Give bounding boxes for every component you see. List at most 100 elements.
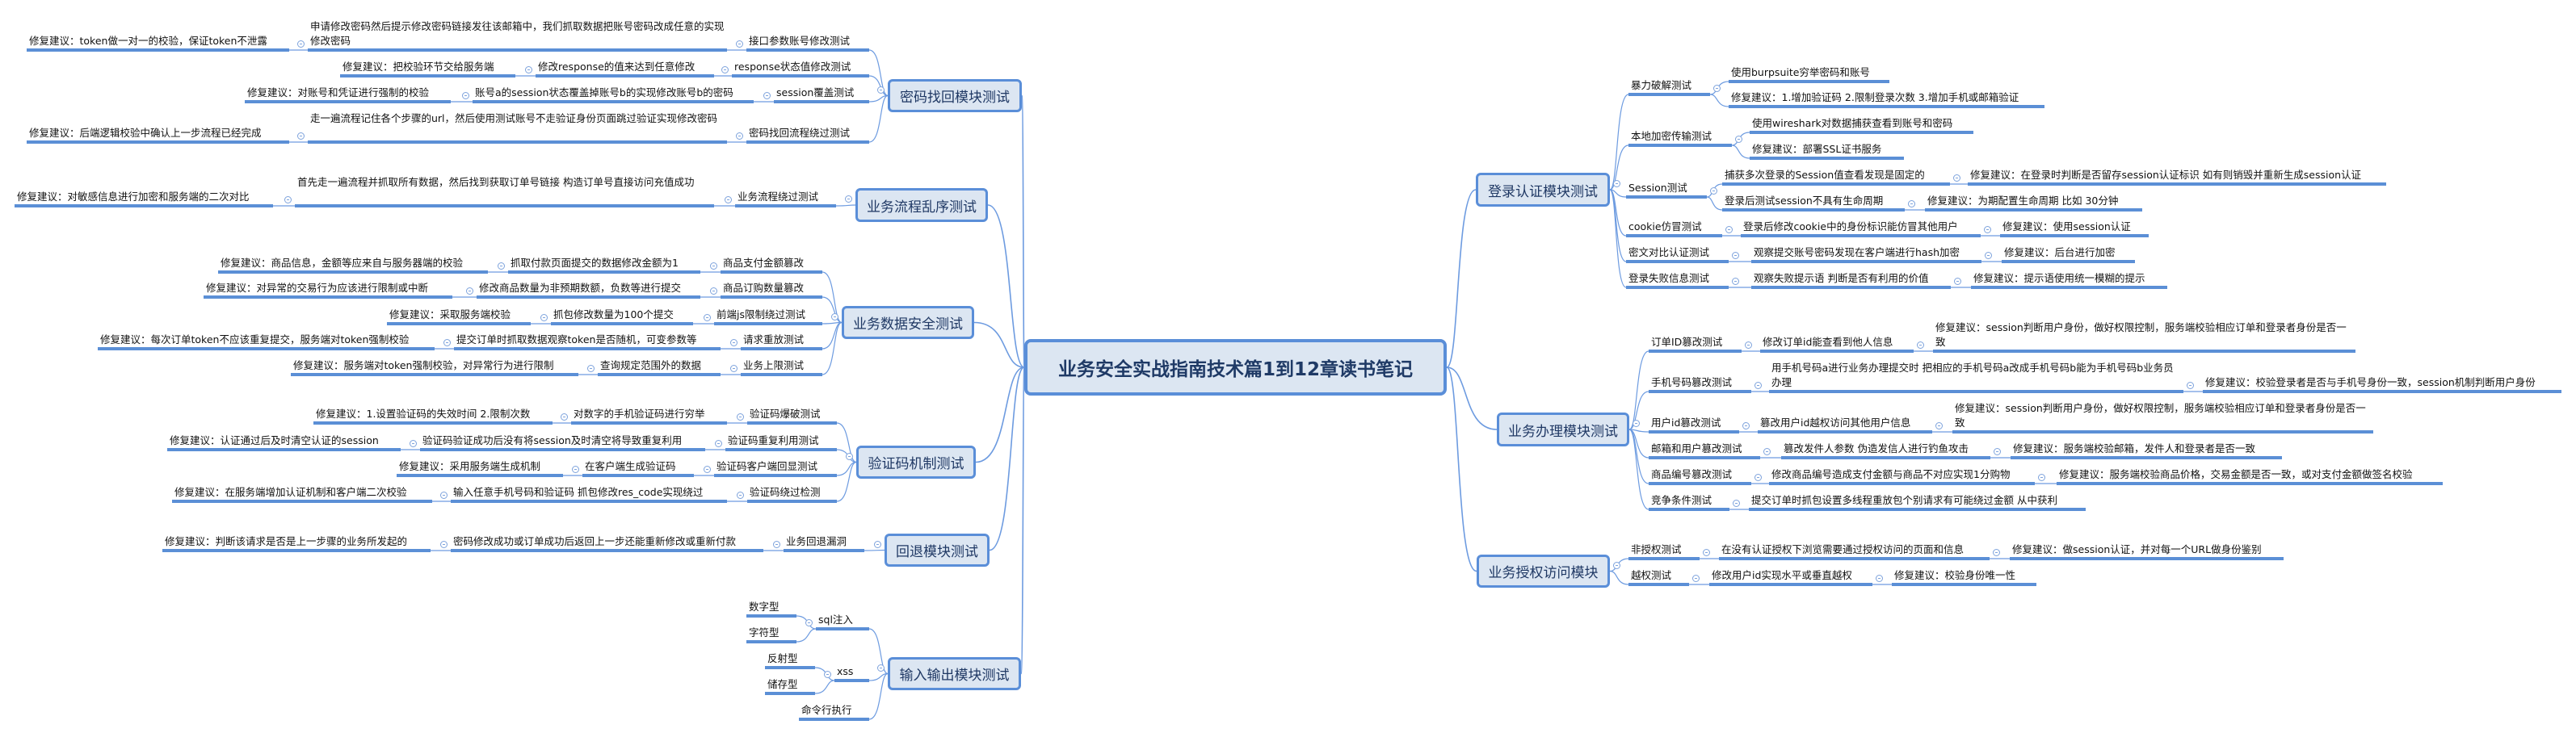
fix-suggestion[interactable]: 修复建议：在服务端增加认证机制和客户端二次校验 [172,485,432,503]
module-business-handling[interactable]: 业务办理模块测试 [1497,413,1629,446]
collapse-toggle-icon[interactable] [2038,474,2045,481]
collapse-toggle-icon[interactable] [710,262,717,270]
collapse-toggle-icon[interactable] [763,92,771,99]
fix-suggestion[interactable]: 修复建议：商品信息，金额等应来自与服务器端的校验 [218,256,488,274]
test-item[interactable]: 验证码重复利用测试 [725,434,837,451]
collapse-toggle-icon[interactable] [1633,420,1640,427]
sub-item[interactable]: 储存型 [765,677,815,695]
test-description[interactable]: 修改response的值来达到任意修改 [536,60,714,77]
test-description[interactable]: 使用wireshark对数据捕获查看到账号和密码 [1750,116,1973,134]
collapse-toggle-icon[interactable] [587,365,595,372]
module-password-recovery[interactable]: 密码找回模块测试 [888,79,1022,112]
collapse-toggle-icon[interactable] [730,339,738,346]
test-item[interactable]: cookie仿冒测试 [1626,220,1722,237]
collapse-toggle-icon[interactable] [846,452,853,460]
test-item[interactable]: 接口参数账号修改测试 [746,34,869,52]
fix-suggestion[interactable]: 修复建议：后端逻辑校验中确认上一步流程已经完成 [27,126,289,144]
sub-item[interactable]: 反射型 [765,651,815,669]
module-input-output[interactable]: 输入输出模块测试 [888,657,1021,690]
collapse-toggle-icon[interactable] [1613,180,1620,187]
test-description[interactable]: 密码修改成功或订单成功后返回上一步还能重新修改或重新付款 [451,534,763,552]
test-item[interactable]: 商品编号篡改测试 [1649,467,1751,485]
collapse-toggle-icon[interactable] [1735,136,1742,143]
module-business-authorization[interactable]: 业务授权访问模块 [1477,555,1610,588]
test-item[interactable]: 业务流程绕过测试 [735,190,836,207]
test-item[interactable]: 用户id篡改测试 [1649,416,1739,434]
module-business-flow-order[interactable]: 业务流程乱序测试 [855,188,988,222]
test-item-command-exec[interactable]: 命令行执行 [799,703,869,721]
collapse-toggle-icon[interactable] [704,466,711,473]
collapse-toggle-icon[interactable] [737,413,744,421]
collapse-toggle-icon[interactable] [1876,575,1883,582]
fix-suggestion[interactable]: 修复建议：校验登录者是否与手机号身份一致，session机制判断用户身份 [2203,375,2561,393]
fix-suggestion[interactable]: 修复建议：采取服务端校验 [387,308,531,325]
test-item[interactable]: 手机号码篡改测试 [1649,375,1751,393]
collapse-toggle-icon[interactable] [1613,561,1620,569]
test-description[interactable]: 抓包修改数量为100个提交 [551,308,693,325]
collapse-toggle-icon[interactable] [1917,341,1924,349]
collapse-toggle-icon[interactable] [704,314,711,321]
collapse-toggle-icon[interactable] [877,664,885,672]
module-rollback[interactable]: 回退模块测试 [885,534,990,567]
fix-suggestion[interactable]: 修复建议：做session认证，并对每一个URL做身份鉴别 [2010,542,2284,560]
fix-suggestion[interactable]: 修复建议：每次订单token不应该重复提交，服务端对token强制校验 [98,333,435,350]
collapse-toggle-icon[interactable] [466,287,473,295]
collapse-toggle-icon[interactable] [1745,341,1752,349]
test-description[interactable]: 篡改用户id越权访问其他用户信息 [1758,416,1932,434]
collapse-toggle-icon[interactable] [1754,382,1762,389]
test-item[interactable]: 商品支付金额篡改 [721,256,822,274]
collapse-toggle-icon[interactable] [1935,422,1943,429]
collapse-toggle-icon[interactable] [1953,174,1960,182]
fix-suggestion[interactable]: 修复建议：对异常的交易行为应该进行限制或中断 [204,281,452,299]
collapse-toggle-icon[interactable] [410,440,417,447]
test-description[interactable]: 观察提交账号密码发现在客户端进行hash加密 [1751,245,1981,263]
collapse-toggle-icon[interactable] [440,492,448,499]
collapse-toggle-icon[interactable] [773,541,780,548]
collapse-toggle-icon[interactable] [874,540,881,548]
fix-suggestion[interactable]: 修复建议：提示语使用统一模糊的提示 [1971,271,2167,289]
collapse-toggle-icon[interactable] [805,619,813,626]
collapse-toggle-icon[interactable] [845,195,852,203]
collapse-toggle-icon[interactable] [721,66,729,73]
collapse-toggle-icon[interactable] [1985,252,1992,259]
collapse-toggle-icon[interactable] [1754,474,1762,481]
collapse-toggle-icon[interactable] [498,262,505,270]
collapse-toggle-icon[interactable] [725,196,732,203]
fix-suggestion[interactable]: 修复建议：1.设置验证码的失效时间 2.限制次数 [313,407,553,425]
test-item[interactable]: 验证码绕过检测 [747,485,837,503]
test-description[interactable]: 查询规定范围外的数据 [598,358,721,376]
test-description[interactable]: 在客户端生成验证码 [582,459,694,477]
module-login-auth[interactable]: 登录认证模块测试 [1476,173,1610,207]
collapse-toggle-icon[interactable] [824,671,831,678]
collapse-toggle-icon[interactable] [1725,226,1733,233]
test-description[interactable]: 输入任意手机号码和验证码 抓包修改res_code实现绕过 [451,485,727,503]
collapse-toggle-icon[interactable] [1732,252,1739,259]
root-topic[interactable]: 业务安全实战指南技术篇1到12章读书笔记 [1024,339,1447,396]
collapse-toggle-icon[interactable] [1908,200,1915,207]
collapse-toggle-icon[interactable] [736,40,743,48]
test-description[interactable]: 修改商品编号造成支付金额与商品不对应实现1分购物 [1769,467,2035,485]
test-description[interactable]: 观察失败提示语 判断是否有利用的价值 [1751,271,1951,289]
test-item[interactable]: 业务回退漏洞 [784,534,864,552]
test-description[interactable]: 走一遍流程记住各个步骤的url，然后使用测试账号不走验证身份页面跳过验证实现修改… [308,111,727,144]
test-item[interactable]: 非授权测试 [1628,542,1700,560]
test-item[interactable]: 邮箱和用户篡改测试 [1649,442,1760,459]
collapse-toggle-icon[interactable] [1994,448,2001,455]
fix-suggestion[interactable]: 修复建议：session判断用户身份，做好权限控制，服务端校验相应订单和登录者身… [1933,320,2355,353]
test-description[interactable]: 修改订单id能查看到他人信息 [1760,335,1914,353]
collapse-toggle-icon[interactable] [1763,448,1771,455]
fix-suggestion[interactable]: 修复建议：在登录时判断是否留存session认证标识 如有则销毁并重新生成ses… [1968,168,2386,186]
collapse-toggle-icon[interactable] [1742,422,1750,429]
fix-suggestion[interactable]: 修复建议：部署SSL证书服务 [1750,142,1904,160]
fix-suggestion[interactable]: 修复建议：token做一对一的校验，保证token不泄露 [27,34,289,52]
sub-item[interactable]: 字符型 [746,626,796,643]
test-description[interactable]: 用手机号码a进行业务办理提交时 把相应的手机号码a改成手机号码b能为手机号码b业… [1769,361,2183,393]
fix-suggestion[interactable]: 修复建议：使用session认证 [2000,220,2149,237]
test-item[interactable]: 前端js限制绕过测试 [714,308,822,325]
collapse-toggle-icon[interactable] [1993,549,2000,556]
test-description[interactable]: 提交订单时抓取数据观察token是否随机，可变参数等 [454,333,721,350]
collapse-toggle-icon[interactable] [284,196,292,203]
collapse-toggle-icon[interactable] [831,312,838,320]
collapse-toggle-icon[interactable] [715,440,722,447]
fix-suggestion[interactable]: 修复建议：session判断用户身份，做好权限控制，服务端校验相应订单和登录者身… [1952,401,2373,434]
